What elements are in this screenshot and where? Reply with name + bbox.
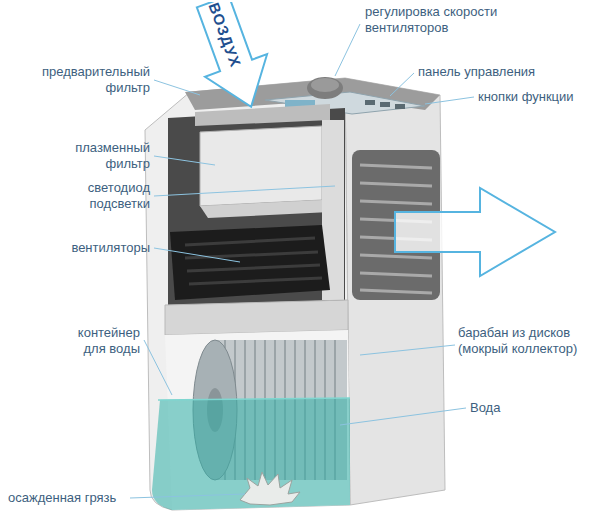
part-label: контейнер для воды <box>62 325 140 357</box>
part-label: вентиляторы <box>40 240 150 256</box>
part-label: барабан из дисков (мокрый коллектор) <box>458 325 594 357</box>
part-label: панель управления <box>418 64 535 80</box>
part-label: предварительный фильтр <box>30 64 150 96</box>
part-label: Вода <box>470 400 500 416</box>
air-arrow: ВОЗДУХ <box>188 2 278 114</box>
part-label: кнопки функции <box>478 89 574 105</box>
part-label: осажденная грязь <box>8 490 116 506</box>
part-label: плазменный фильтр <box>62 140 150 172</box>
part-label: регулировка скорости вентиляторов <box>365 4 525 36</box>
part-label: светодиод подсветки <box>68 180 150 212</box>
